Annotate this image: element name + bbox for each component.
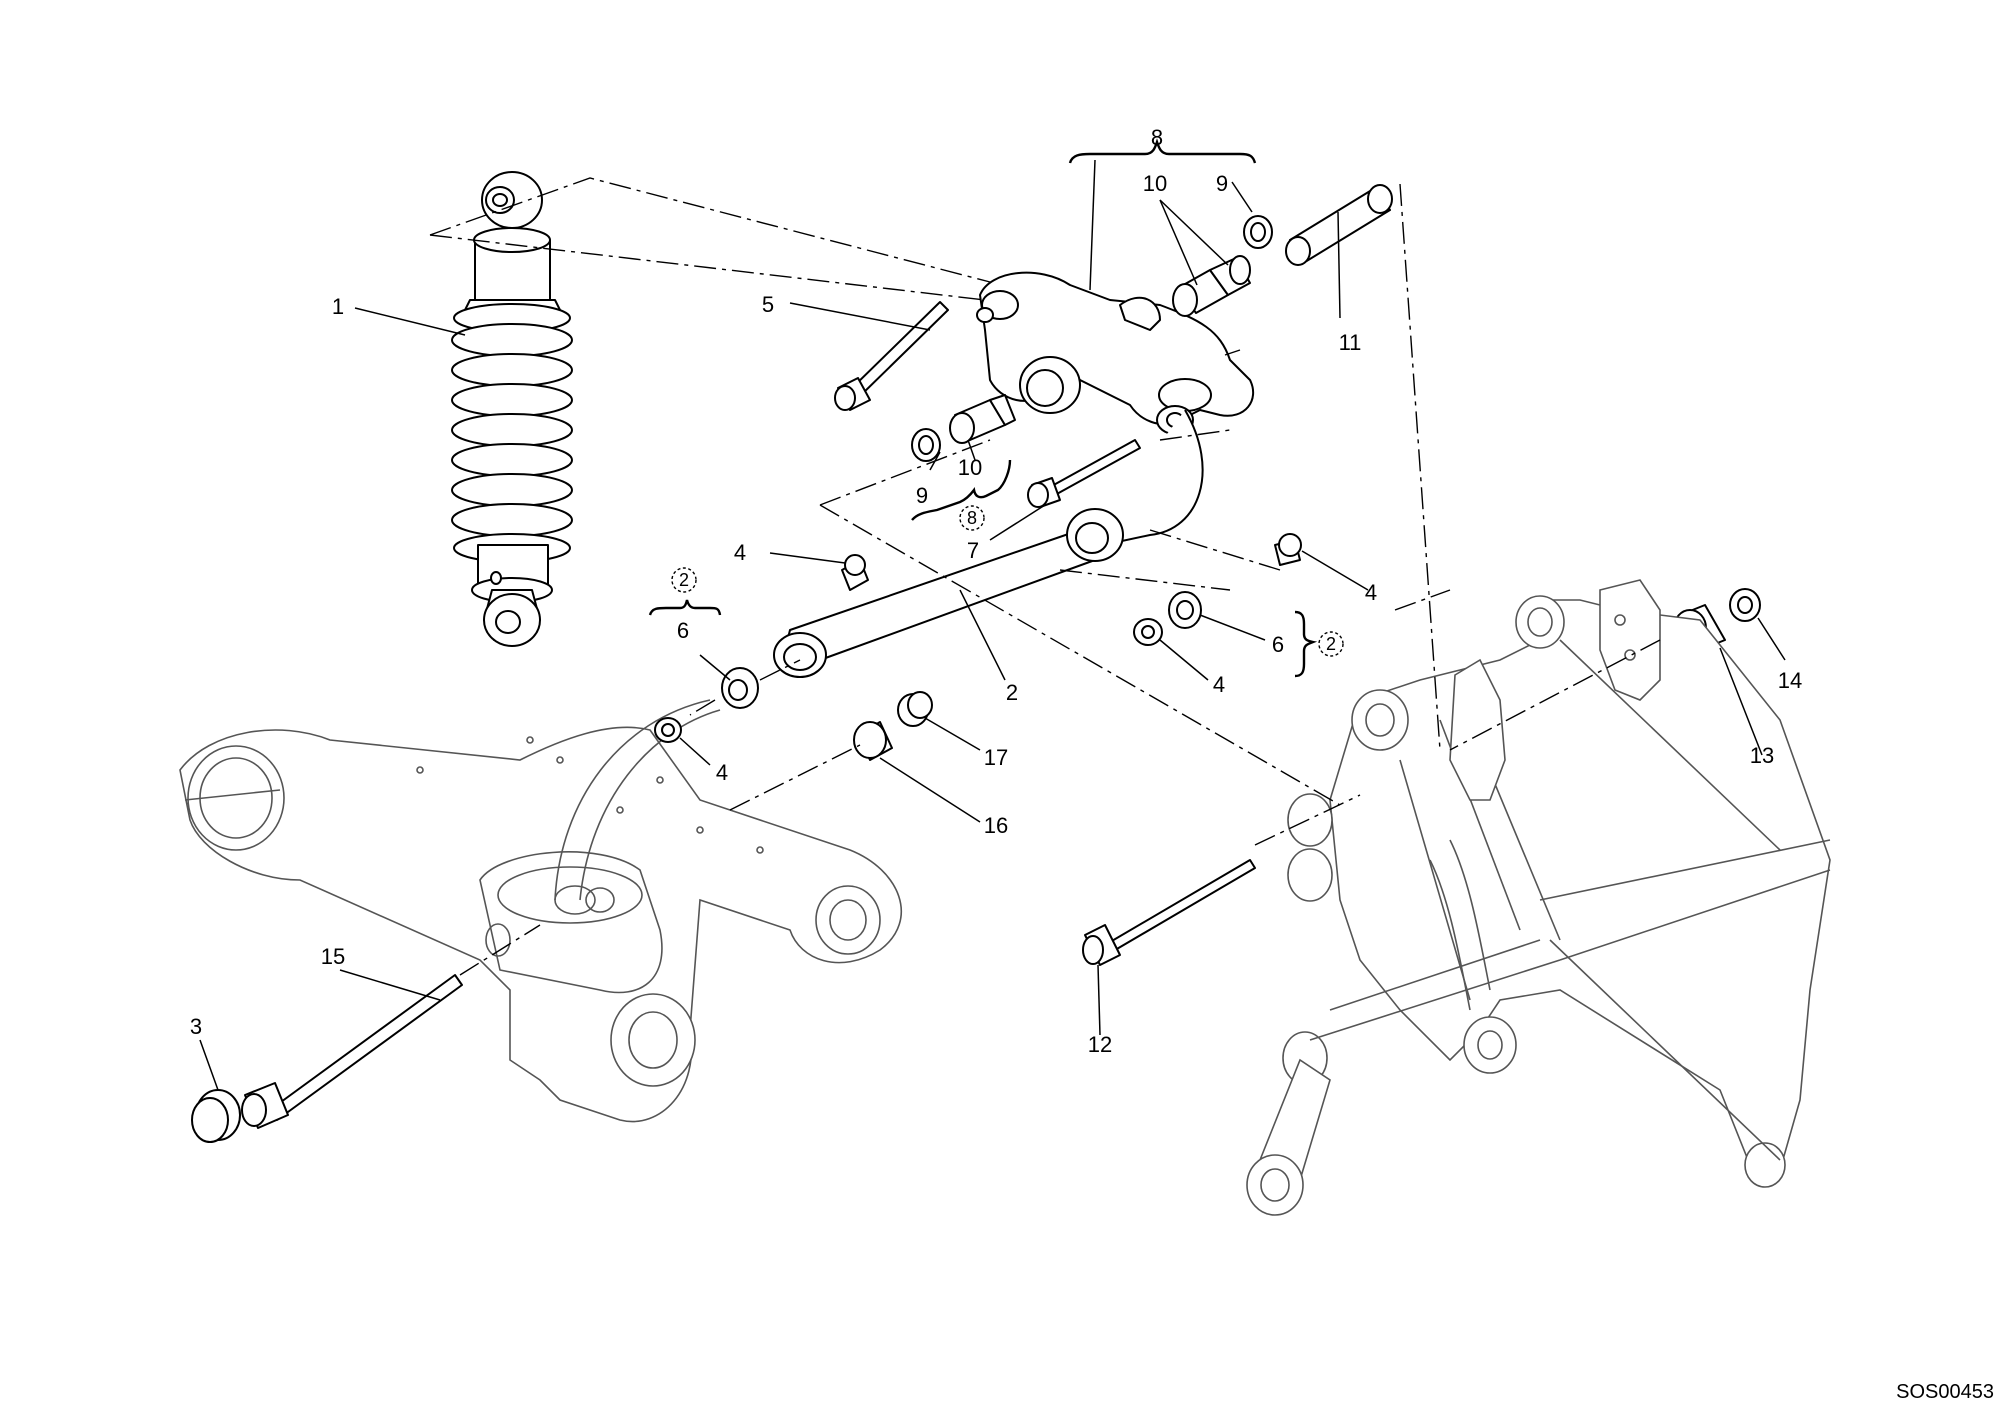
brace-2-right <box>1294 610 1318 678</box>
callout-9-lower: 9 <box>916 483 928 508</box>
frame <box>1246 579 1831 1216</box>
kit-ref-2-left-label: 2 <box>679 570 689 590</box>
bolt-12 <box>1082 859 1256 966</box>
tie-rod <box>773 508 1124 678</box>
kit-ref-8: 8 <box>959 505 985 531</box>
kit-ref-8-label: 8 <box>967 508 977 528</box>
callout-7: 7 <box>967 538 979 563</box>
callout-8: 8 <box>1151 125 1163 150</box>
brace-8-top <box>1068 138 1257 164</box>
callout-3: 3 <box>190 1014 202 1039</box>
callout-1: 1 <box>332 294 344 319</box>
screw-4-left <box>654 717 682 743</box>
callout-9-top: 9 <box>1216 171 1228 196</box>
shock-absorber <box>451 171 573 647</box>
callout-13: 13 <box>1750 743 1774 768</box>
callout-12: 12 <box>1088 1032 1112 1057</box>
screw-4-right <box>1133 618 1163 646</box>
kit-ref-2-right-label: 2 <box>1326 634 1336 654</box>
bushing-9-lower <box>911 428 941 462</box>
screw-4-upper-left <box>841 554 869 591</box>
callout-4-right: 4 <box>1213 672 1225 697</box>
bushing-9-upper <box>1243 215 1273 249</box>
callout-11: 11 <box>1339 330 1362 355</box>
drawing-code: SOS00453 <box>1896 1381 1994 1403</box>
kit-ref-2-right: 2 <box>1318 631 1344 657</box>
swingarm <box>179 699 903 1123</box>
bolt-15 <box>241 974 463 1129</box>
callout-4-top-left: 4 <box>734 540 746 565</box>
plug-17 <box>897 691 933 727</box>
rocker-arm <box>976 271 1255 551</box>
cap-3 <box>191 1089 241 1143</box>
brace-8-lower <box>911 459 1012 521</box>
bolt-7 <box>1027 439 1141 508</box>
kit-ref-2-left: 2 <box>671 567 697 593</box>
assembly-lines <box>429 177 1661 976</box>
pin-11 <box>1285 184 1393 266</box>
callout-6-right: 6 <box>1272 632 1284 657</box>
callout-6-left: 6 <box>677 618 689 643</box>
callout-4-left: 4 <box>716 760 728 785</box>
callout-16: 16 <box>984 813 1008 838</box>
callout-5: 5 <box>762 292 774 317</box>
spacer-16 <box>853 721 893 761</box>
callout-2: 2 <box>1006 680 1018 705</box>
callouts: 1 2 3 4 4 4 4 5 6 6 7 8 9 9 10 10 11 12 … <box>190 125 1802 1057</box>
bushing-6-right <box>1168 591 1202 629</box>
leader-lines <box>199 159 1786 1091</box>
callout-4-top-right: 4 <box>1365 580 1377 605</box>
callout-10-lower: 10 <box>958 455 982 480</box>
bolt-5 <box>834 301 949 411</box>
cap-14 <box>1729 588 1761 622</box>
callout-17: 17 <box>984 745 1008 770</box>
callout-10-top: 10 <box>1143 171 1167 196</box>
callout-14: 14 <box>1778 668 1802 693</box>
callout-15: 15 <box>321 944 345 969</box>
brace-2-left <box>648 599 722 616</box>
needle-bearing-10-lower <box>949 394 1016 444</box>
screw-4-upper-right <box>1274 533 1302 566</box>
bushing-6-left <box>721 667 759 709</box>
needle-bearing-10-upper <box>1172 255 1251 317</box>
